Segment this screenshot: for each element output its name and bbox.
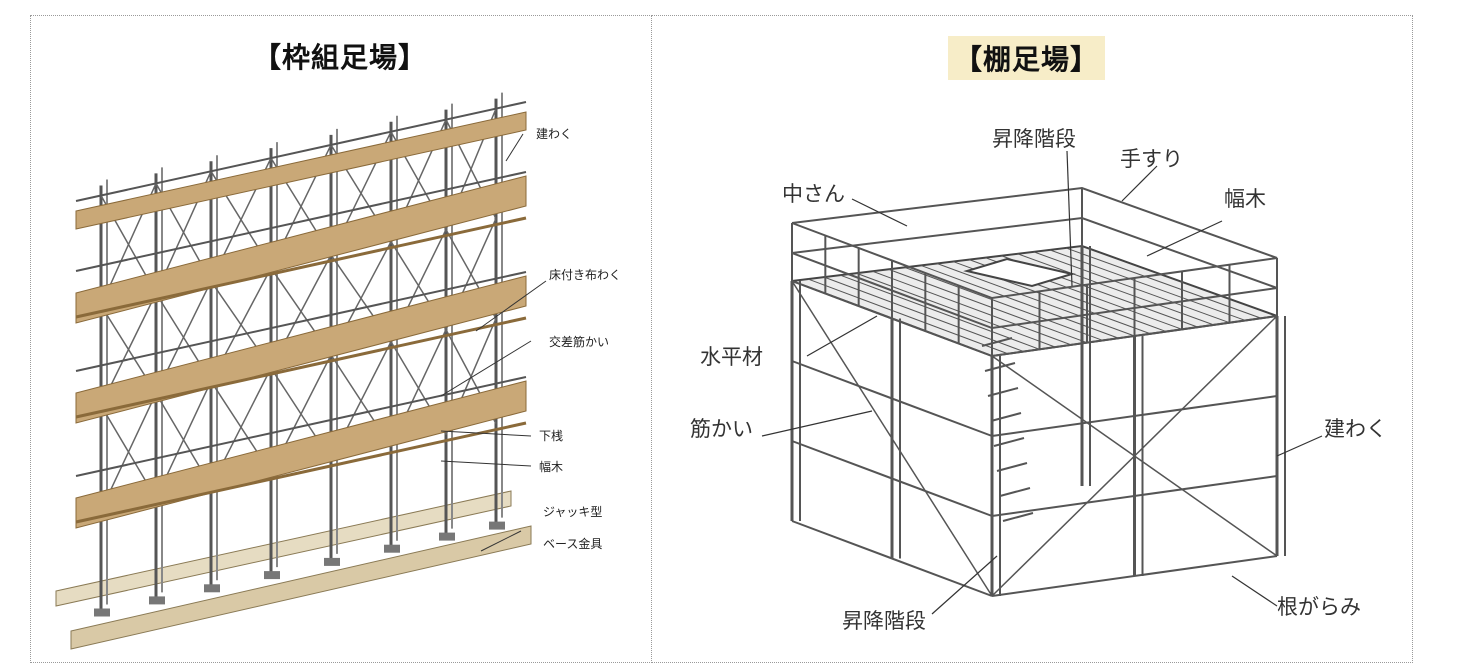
leader-lines xyxy=(440,133,547,552)
label-horizontal: 水平材 xyxy=(700,345,763,369)
jack-base xyxy=(324,557,340,566)
deck-board xyxy=(807,278,1009,355)
horizontal-member xyxy=(991,395,1278,437)
stair-step xyxy=(999,487,1031,497)
jack-base xyxy=(439,532,455,541)
toeboard xyxy=(75,421,527,524)
deck-board xyxy=(1017,253,1214,326)
frame-scaffold-title: 【枠組足場】 xyxy=(253,41,428,74)
stair-step xyxy=(1002,512,1034,522)
horizontal-member xyxy=(991,475,1278,517)
horizontal-member xyxy=(791,280,993,357)
diagonal-brace xyxy=(791,280,993,597)
shelf-scaffold-illustration: 昇降階段 手すり 中さん 幅木 水平材 筋かい 建わく 根がらみ 昇降階段 xyxy=(690,127,1387,633)
deck-board xyxy=(872,270,1072,346)
label-mid-rail: 中さん xyxy=(782,182,845,206)
frame-scaffold-panel: 【枠組足場】 建わく 床付き布わく 交差筋かい 下桟 幅木 ジャッキ型 ベース金… xyxy=(30,15,652,663)
label-stairs-top: 昇降階段 xyxy=(992,127,1076,151)
stair-step xyxy=(984,362,1016,372)
label-frame: 建わく xyxy=(536,127,572,141)
label-floor-frame: 床付き布わく xyxy=(549,268,621,282)
diagonal-brace xyxy=(991,315,1278,597)
horizontal-member xyxy=(791,440,993,517)
lower-rail xyxy=(75,271,527,372)
jack-base xyxy=(384,544,400,553)
jack-base xyxy=(264,571,280,580)
jack-base xyxy=(149,596,165,605)
label-toeboard-right: 幅木 xyxy=(1224,187,1266,211)
jack-base xyxy=(94,608,110,617)
label-cross-brace: 交差筋かい xyxy=(549,334,609,349)
stair-step xyxy=(981,337,1013,347)
deck-board xyxy=(856,272,1056,348)
label-brace: 筋かい xyxy=(690,417,753,441)
leader-lines-right xyxy=(761,150,1323,615)
horizontal-member xyxy=(991,555,1278,597)
label-jack-base-1: ジャッキ型 xyxy=(543,505,602,519)
jack-base xyxy=(204,584,220,593)
top-rail xyxy=(75,101,527,202)
label-toeboard-left: 幅木 xyxy=(539,459,563,474)
shelf-scaffold-structure xyxy=(790,186,1286,597)
horizontal-member xyxy=(791,520,993,597)
jack-base xyxy=(489,521,505,530)
label-handrail: 手すり xyxy=(1120,147,1183,171)
floor-plank xyxy=(75,111,527,230)
toeboard xyxy=(75,216,527,319)
deck-board xyxy=(936,263,1135,337)
floor-plank xyxy=(75,275,527,424)
deck-board xyxy=(904,266,1104,341)
stair-step xyxy=(987,387,1019,397)
lower-rail xyxy=(75,376,527,477)
deck-board xyxy=(824,276,1024,353)
deck-board xyxy=(840,274,1040,350)
deck-board xyxy=(888,268,1088,344)
frame-scaffold-illustration: 建わく 床付き布わく 交差筋かい 下桟 幅木 ジャッキ型 ベース金具 xyxy=(55,92,621,650)
shelf-scaffold-panel: 【棚足場】 昇降階段 手すり 中さん 幅木 水平材 筋かい 建わく 根がらみ 昇… xyxy=(651,15,1413,663)
horizontal-member xyxy=(991,315,1278,357)
floor-plank xyxy=(75,380,527,529)
shelf-scaffold-title: 【棚足場】 xyxy=(948,36,1106,80)
label-jack-base-2: ベース金具 xyxy=(543,536,602,551)
stair-step xyxy=(993,437,1025,447)
stair-step xyxy=(990,412,1022,422)
label-lower-rail: 下桟 xyxy=(539,429,563,443)
toeboard xyxy=(75,316,527,419)
label-stairs-bottom: 昇降階段 xyxy=(842,609,926,633)
label-frame-right: 建わく xyxy=(1324,417,1387,441)
deck-board xyxy=(1033,251,1230,324)
stair-step xyxy=(996,462,1028,472)
label-base-tie: 根がらみ xyxy=(1277,595,1361,619)
deck-board xyxy=(920,264,1119,339)
frame-scaffold-structure xyxy=(75,92,527,617)
lower-rail xyxy=(75,171,527,272)
floor-plank xyxy=(75,175,527,324)
horizontal-member xyxy=(791,360,993,437)
ground-plank xyxy=(70,525,532,650)
